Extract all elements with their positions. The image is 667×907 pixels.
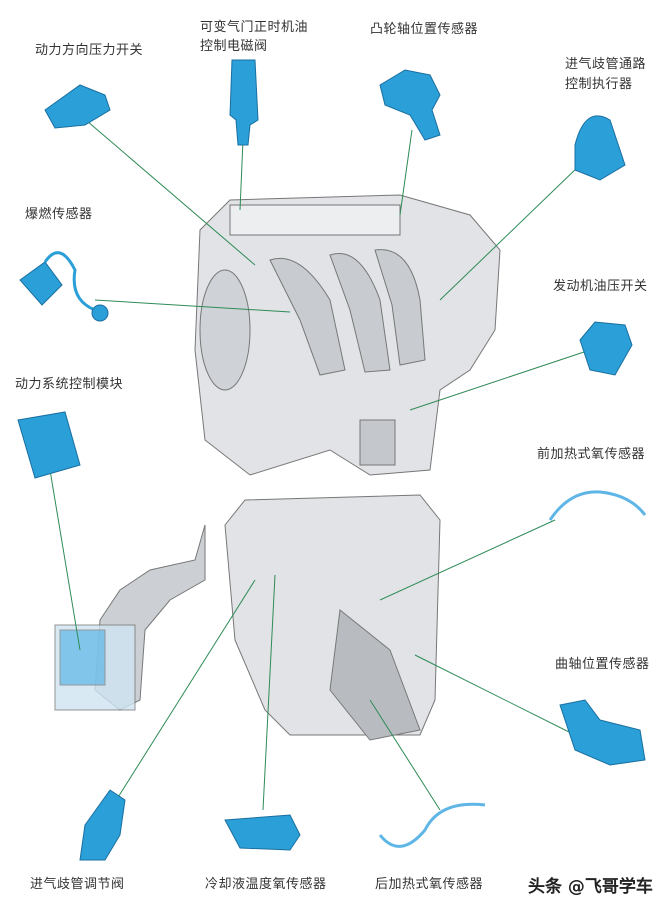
label-intake-passage-actuator-line2: 控制执行器 <box>565 77 633 92</box>
label-vvt-solenoid-line2: 控制电磁阀 <box>200 39 268 54</box>
watermark: 头条 @飞哥学车 <box>528 877 653 897</box>
knock-sensor-icon <box>19 261 63 306</box>
knock-sensor-head-icon <box>91 304 109 322</box>
label-camshaft-position-sensor: 凸轮轴位置传感器 <box>370 22 479 37</box>
label-rear-heated-o2-sensor: 后加热式氧传感器 <box>375 877 484 892</box>
label-oil-pressure-switch: 发动机油压开关 <box>553 279 648 294</box>
knock-sensor-wire-icon <box>43 251 96 312</box>
intake-valve-icon <box>79 789 126 861</box>
rear-o2-sensor-icon <box>378 802 486 848</box>
front-o2-sensor-icon <box>548 490 647 521</box>
engine-bottom <box>54 494 441 741</box>
coolant-sensor-icon <box>224 814 301 851</box>
vvt-solenoid-icon <box>229 59 259 146</box>
label-power-steering-pressure-switch: 动力方向压力开关 <box>35 43 144 58</box>
leader-lines <box>49 114 591 811</box>
label-intake-manifold-tuning-valve: 进气歧管调节阀 <box>30 877 125 892</box>
crank-sensor-icon <box>559 699 646 766</box>
label-front-heated-o2-sensor: 前加热式氧传感器 <box>537 447 646 462</box>
label-vvt-solenoid-line1: 可变气门正时机油 <box>200 20 309 35</box>
label-powertrain-control-module: 动力系统控制模块 <box>15 377 124 392</box>
intake-actuator-icon <box>574 115 626 181</box>
label-coolant-temp-sensor: 冷却液温度氧传感器 <box>205 877 327 892</box>
label-crankshaft-position-sensor: 曲轴位置传感器 <box>555 657 650 672</box>
camshaft-sensor-icon <box>379 69 441 141</box>
pcm-module-icon <box>17 411 81 479</box>
label-knock-sensor: 爆燃传感器 <box>25 207 93 222</box>
label-intake-passage-actuator-line1: 进气歧管通路 <box>565 57 647 72</box>
power-steering-switch-icon <box>44 84 111 129</box>
oil-pressure-switch-icon <box>579 321 633 376</box>
engine-top <box>194 194 501 476</box>
